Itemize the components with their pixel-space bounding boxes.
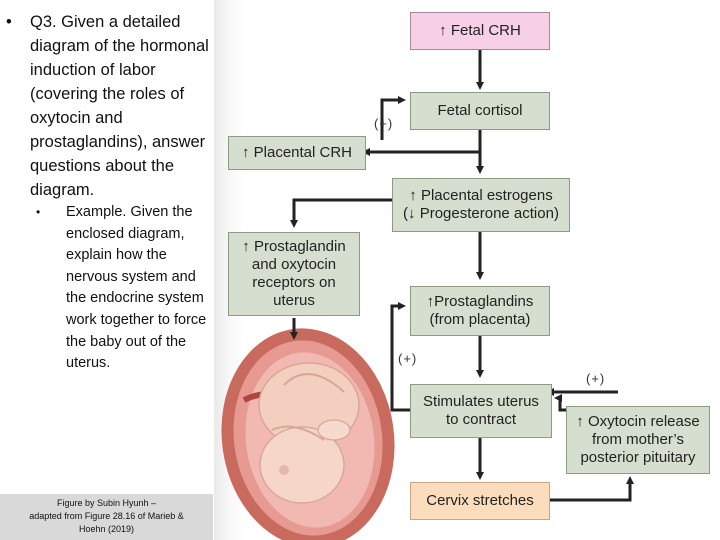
sub-bullet-text: Example. Given the enclosed diagram, exp… (66, 204, 207, 372)
up-arrow-icon: ↑ (409, 187, 417, 204)
up-arrow-icon: ↑ (242, 238, 250, 255)
box-prostaglandins: ↑Prostaglandins (from placenta) (410, 286, 550, 336)
arrow-estrogens-to-receptors (290, 198, 392, 228)
main-bullet-text: Q3. Given a detailed diagram of the horm… (30, 13, 209, 199)
down-arrow-icon: ↓ (408, 205, 416, 222)
up-arrow-icon: ↑ (241, 144, 250, 161)
stimulates-line-2: to contract (445, 411, 517, 428)
sub-bullet: • Example. Given the enclosed diagram, e… (36, 202, 208, 375)
up-arrow-icon: ↑ (426, 293, 435, 310)
fetal-crh-label: Fetal CRH (450, 22, 521, 39)
box-placental-crh: ↑ Placental CRH (228, 136, 366, 170)
box-placental-estrogens: ↑ Placental estrogens (↓ Progesterone ac… (392, 178, 570, 232)
estrogens-paren: ( (403, 205, 409, 222)
credit-line-1: Figure by Subin Hyunh – (56, 498, 157, 508)
cervix-label: Cervix stretches (426, 492, 534, 509)
receptors-line-3: receptors on (252, 274, 336, 291)
box-stimulates-uterus: Stimulates uterus to contract (410, 384, 552, 438)
arrow-cervix-to-oxytocin (550, 476, 634, 502)
box-receptors: ↑ Prostaglandin and oxytocin receptors o… (228, 232, 360, 316)
oxytocin-line-2: from mother’s (592, 431, 684, 448)
oxytocin-line-1: Oxytocin release (587, 413, 700, 430)
credit-line-3: Hoehn (2019) (78, 524, 135, 534)
estrogens-line-2: Progesterone action) (415, 205, 559, 222)
fetal-cortisol-label: Fetal cortisol (437, 102, 523, 119)
box-fetal-cortisol: Fetal cortisol (410, 92, 550, 130)
up-arrow-icon: ↑ (576, 413, 584, 430)
box-fetal-crh: ↑ Fetal CRH (410, 12, 550, 50)
arrow-uterus-feedback-prostaglandins (390, 302, 410, 412)
box-oxytocin-release: ↑ Oxytocin release from mother’s posteri… (566, 406, 710, 474)
up-arrow-icon: ↑ (439, 22, 447, 39)
uterus-fetus-illustration (221, 328, 395, 540)
plus-label-3: (+) (586, 371, 606, 386)
receptors-line-4: uterus (273, 292, 315, 309)
plus-label-1: (+) (374, 116, 394, 131)
estrogens-line-1: Placental estrogens (420, 187, 553, 204)
plus-label-2: (+) (398, 351, 418, 366)
prostaglandins-line-2: (from placenta) (429, 311, 531, 328)
sub-bullet-marker: • (36, 205, 41, 219)
flow-arrows (290, 50, 634, 502)
bullet-marker: • (6, 13, 12, 31)
box-cervix-stretches: Cervix stretches (410, 482, 550, 520)
arrow-placental-crh-feedback (380, 96, 406, 140)
fetus-icon (258, 362, 360, 504)
credit-line-2: adapted from Figure 28.16 of Marieb & (29, 511, 184, 521)
slide-text-panel: • Q3. Given a detailed diagram of the ho… (0, 0, 215, 540)
receptors-line-2: and oxytocin (251, 256, 337, 273)
receptors-line-1: Prostaglandin (253, 238, 346, 255)
arrow-oxytocin-to-uterus (554, 394, 566, 412)
main-bullet: • Q3. Given a detailed diagram of the ho… (6, 10, 214, 202)
labor-induction-diagram: ↑ Fetal CRH Fetal cortisol (+) ↑ Placent… (214, 0, 720, 540)
placental-crh-label: Placental CRH (253, 144, 353, 161)
oxytocin-line-3: posterior pituitary (580, 449, 696, 466)
figure-credit: Figure by Subin Hyunh – adapted from Fig… (0, 494, 213, 540)
prostaglandins-line-1: Prostaglandins (434, 293, 534, 310)
stimulates-line-1: Stimulates uterus (423, 393, 539, 410)
